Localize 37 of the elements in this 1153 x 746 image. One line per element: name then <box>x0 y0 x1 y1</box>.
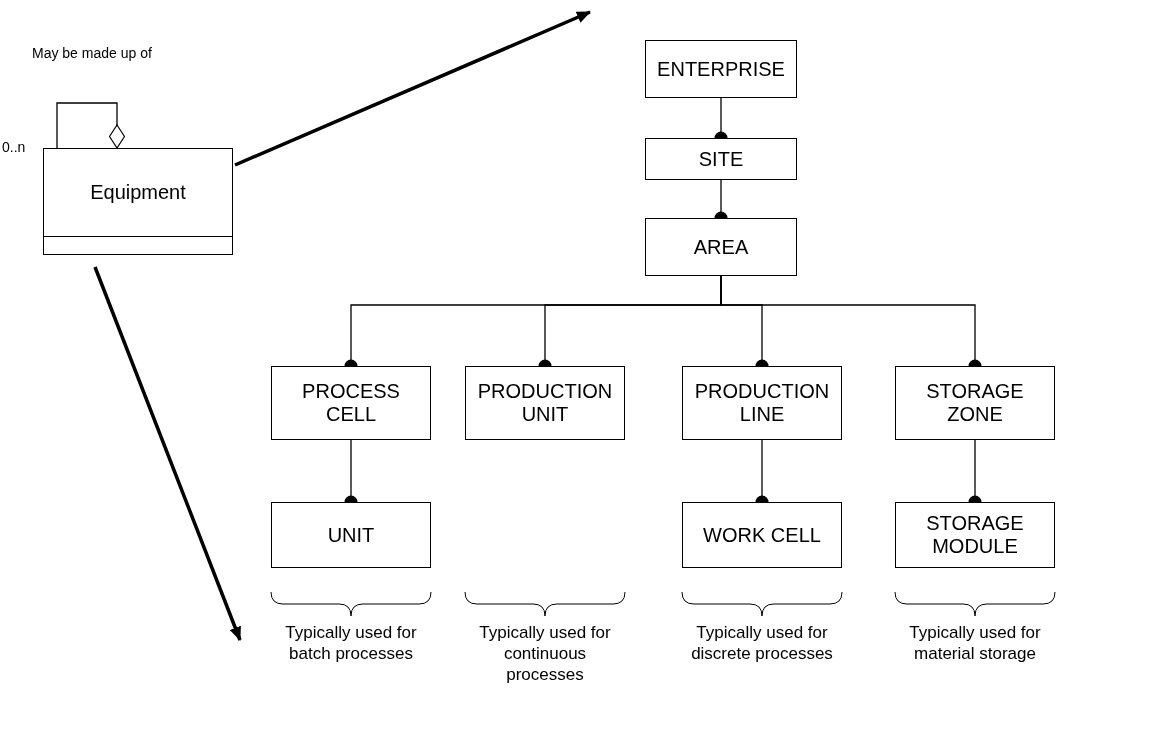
caption: Typically used for batch processes <box>284 622 418 664</box>
box-label: PRODUCTION LINE <box>693 380 831 426</box>
box-label: Equipment <box>90 181 186 204</box>
hierarchy-box <box>271 502 431 568</box>
hierarchy-box <box>271 366 431 440</box>
connector <box>714 179 728 219</box>
box-label: SITE <box>698 147 744 171</box>
connector <box>344 439 358 503</box>
caption: Typically used for material storage <box>908 622 1042 664</box>
box-label: STORAGE MODULE <box>925 512 1025 558</box>
caption: Typically used for discrete processes <box>690 622 834 664</box>
box-label: PROCESS CELL <box>301 380 401 426</box>
hierarchy-box <box>682 366 842 440</box>
connector <box>56 102 126 149</box>
connector <box>234 10 591 167</box>
hierarchy-box <box>465 366 625 440</box>
edge-label: May be made up of <box>30 44 154 63</box>
connector <box>714 97 728 139</box>
caption: Typically used for continuous processes <box>478 622 612 685</box>
box-label: STORAGE ZONE <box>925 380 1025 426</box>
multiplicity-label: 0..n <box>2 138 26 157</box>
connector <box>755 439 769 503</box>
connector <box>720 275 982 367</box>
box-label: PRODUCTION UNIT <box>476 380 614 426</box>
hierarchy-box <box>645 138 797 180</box>
box-label: WORK CELL <box>703 523 821 547</box>
hierarchy-box <box>645 40 797 98</box>
connector <box>968 439 982 503</box>
hierarchy-box <box>895 502 1055 568</box>
class-box <box>43 148 233 255</box>
hierarchy-box <box>645 218 797 276</box>
box-label: AREA <box>693 235 749 259</box>
hierarchy-box <box>895 366 1055 440</box>
hierarchy-box <box>682 502 842 568</box>
connector <box>93 266 242 641</box>
box-label: ENTERPRISE <box>657 57 785 81</box>
box-label: UNIT <box>327 523 375 547</box>
